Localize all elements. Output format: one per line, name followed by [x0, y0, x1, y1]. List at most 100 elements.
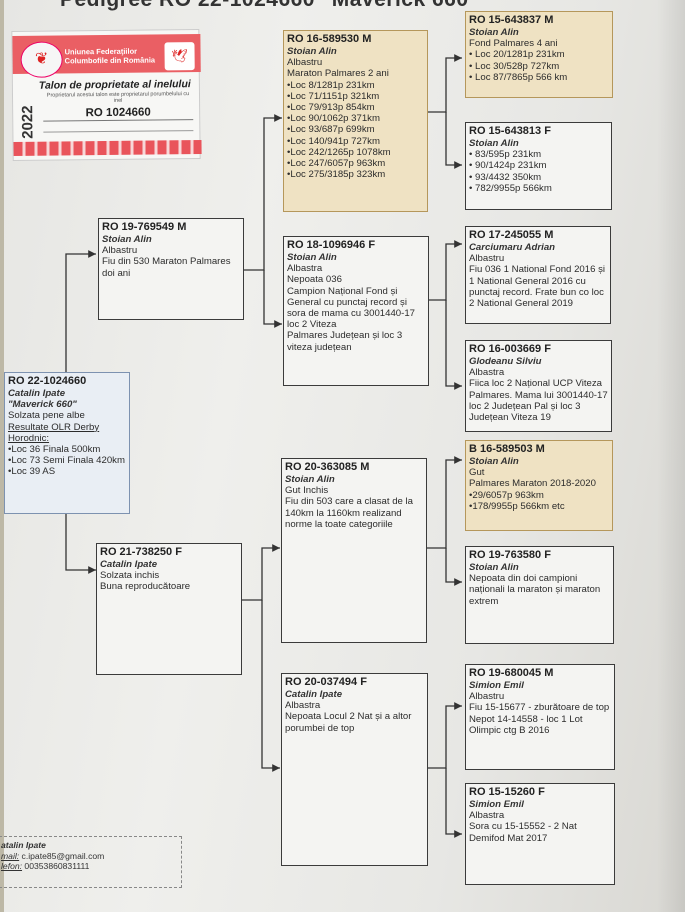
ss-note: Maraton Palmares 2 ani: [287, 68, 389, 80]
dam-sire-card[interactable]: RO 20-363085 M Stoian Alin Gut Inchis Fi…: [281, 458, 427, 643]
card-pattern-band: [13, 140, 202, 156]
dd-ring-id: RO 20-037494 F: [285, 676, 367, 688]
sire-color: Albastru: [102, 245, 138, 257]
dsd-owner: Stoian Alin: [469, 562, 519, 573]
dam-note: Buna reproducătoare: [100, 581, 191, 593]
dss-result: •29/6057p 963km: [469, 489, 544, 501]
federation-name: Uniunea Federaţiilor Columbofile din Rom…: [64, 46, 156, 66]
federation-logo-icon: ❦: [20, 41, 63, 78]
ds-color: Gut Inchis: [285, 485, 329, 497]
ssd-card[interactable]: RO 15-643813 F Stoian Alin • 83/595p 231…: [465, 122, 612, 210]
ss-result: •Loc 79/913p 854km: [287, 102, 375, 114]
subject-result: •Loc 39 AS: [8, 466, 56, 478]
page-shadow: [657, 0, 685, 912]
connector-sire-ss: [243, 114, 282, 271]
dss-card[interactable]: B 16-589503 M Stoian Alin Gut Palmares M…: [465, 440, 613, 531]
contact-phone[interactable]: 00353860831111: [24, 861, 90, 871]
dss-note: Palmares Maraton 2018-2020: [469, 478, 596, 490]
connector-dam-dd: [261, 600, 280, 772]
contact-name: atalin Ipate: [1, 840, 46, 850]
contact-phone-row: lefon: 00353860831111: [1, 861, 175, 872]
sdd-color: Albastra: [469, 367, 505, 379]
sd-owner: Stoian Alin: [287, 252, 337, 263]
connector-ds-dss: [426, 456, 462, 549]
subject-owner: Catalin Ipate: [8, 388, 66, 399]
ssd-ring-id: RO 15-643813 F: [469, 125, 551, 137]
contact-email[interactable]: c.ipate85@gmail.com: [21, 850, 105, 861]
ss-result: •Loc 247/6057p 963km: [287, 158, 386, 170]
connector-ds-dsd: [445, 548, 462, 586]
sd-color: Albastra: [287, 263, 323, 275]
sd-ring-id: RO 18-1096946 F: [287, 239, 376, 251]
sds-note: Fiu 036 1 National Fond 2016 și 1 Nation…: [469, 264, 605, 310]
contact-email-row: mail: c.ipate85@gmail.com: [1, 851, 175, 862]
dds-owner: Simion Emil: [469, 680, 524, 691]
dsd-card[interactable]: RO 19-763580 F Stoian Alin Nepoata din d…: [465, 546, 614, 644]
card-ring-number: RO 1024660: [43, 106, 194, 122]
contact-box: atalin Ipate mail: c.ipate85@gmail.com l…: [0, 836, 182, 888]
connector-subject-dam: [65, 513, 96, 574]
sdd-note: Fiica loc 2 Național UCP Viteza Palmares…: [469, 378, 608, 424]
ddd-card[interactable]: RO 15-15260 F Simion Emil Albastra Sora …: [465, 783, 615, 885]
ddd-color: Albastra: [469, 810, 505, 822]
sd-note: Palmares Județean și loc 3 viteza județe…: [287, 330, 403, 353]
ss-ring-id: RO 16-589530 M: [287, 33, 372, 45]
sds-ring-id: RO 17-245055 M: [469, 229, 554, 241]
card-line: [43, 130, 194, 133]
dss-color: Gut: [469, 467, 485, 479]
sire-dam-card[interactable]: RO 18-1096946 F Stoian Alin Albastra Nep…: [283, 236, 429, 386]
sds-card[interactable]: RO 17-245055 M Carciumaru Adrian Albastr…: [465, 226, 611, 324]
ssd-result: • 93/4432 350km: [469, 171, 542, 183]
dam-dam-card[interactable]: RO 20-037494 F Catalin Ipate Albastra Ne…: [281, 673, 428, 866]
sss-note: Fond Palmares 4 ani: [469, 38, 558, 50]
ddd-owner: Simion Emil: [469, 799, 524, 810]
dds-ring-id: RO 19-680045 M: [469, 667, 554, 679]
dam-owner: Catalin Ipate: [100, 559, 158, 570]
sss-result: • Loc 87/7865p 566 km: [469, 71, 568, 83]
dd-owner: Catalin Ipate: [285, 689, 343, 700]
sss-owner: Stoian Alin: [469, 27, 519, 38]
sire-card[interactable]: RO 19-769549 M Stoian Alin Albastru Fiu …: [98, 218, 244, 320]
ds-ring-id: RO 20-363085 M: [285, 461, 370, 473]
sdd-owner: Glodeanu Silviu: [469, 356, 542, 367]
subject-card[interactable]: RO 22-1024660 Catalin Ipate "Maverick 66…: [4, 372, 130, 514]
dd-note: Nepoata Locul 2 Nat și a altor porumbei …: [285, 711, 412, 734]
sdd-card[interactable]: RO 16-003669 F Glodeanu Silviu Albastra …: [465, 340, 612, 432]
ownership-card: ❦ Uniunea Federaţiilor Columbofile din R…: [11, 29, 202, 161]
dds-color: Albastru: [469, 691, 505, 703]
dsd-ring-id: RO 19-763580 F: [469, 549, 551, 561]
subject-result: •Loc 73 Semi Finala 420km: [8, 455, 125, 467]
sire-ring-id: RO 19-769549 M: [102, 221, 187, 233]
dss-result: •178/9955p 566km etc: [469, 500, 565, 512]
subject-result: •Loc 36 Finala 500km: [8, 444, 101, 456]
ss-owner: Stoian Alin: [287, 46, 337, 57]
dam-card[interactable]: RO 21-738250 F Catalin Ipate Solzata inc…: [96, 543, 242, 675]
email-label: mail:: [1, 850, 20, 861]
connector-subject-sire: [65, 250, 96, 372]
dsd-note: Nepoata din doi campioni naționali la ma…: [469, 573, 601, 607]
connector-ss-sss: [427, 54, 462, 113]
card-subtext: Proprietarul acestui talon este propriet…: [46, 91, 190, 104]
connector-sd-sdd: [445, 300, 462, 390]
dds-card[interactable]: RO 19-680045 M Simion Emil Albastru Fiu …: [465, 664, 615, 770]
connector-dd-dds: [427, 702, 462, 769]
ds-note: Fiu din 503 care a clasat de la 140km la…: [285, 496, 413, 530]
ddd-ring-id: RO 15-15260 F: [469, 786, 545, 798]
sss-card[interactable]: RO 15-643837 M Stoian Alin Fond Palmares…: [465, 11, 613, 98]
ss-result: •Loc 90/1062p 371km: [287, 113, 380, 125]
sdd-ring-id: RO 16-003669 F: [469, 343, 551, 355]
subject-color: Solzata pene albe: [8, 410, 85, 422]
sss-result: • Loc 20/1281p 231km: [469, 49, 565, 61]
sss-result: • Loc 30/528p 727km: [469, 60, 560, 72]
ss-color: Albastru: [287, 57, 323, 69]
sire-sire-card[interactable]: RO 16-589530 M Stoian Alin Albastru Mara…: [283, 30, 428, 212]
dss-owner: Stoian Alin: [469, 456, 519, 467]
sss-ring-id: RO 15-643837 M: [469, 14, 554, 26]
subject-nickname: "Maverick 660": [8, 399, 77, 411]
sire-note: Fiu din 530 Maraton Palmares doi ani: [102, 256, 231, 279]
ss-result: •Loc 275/3185p 323km: [287, 169, 386, 181]
ddd-note: Sora cu 15-15552 - 2 Nat Demifod Mat 201…: [469, 821, 577, 844]
ssd-owner: Stoian Alin: [469, 138, 519, 149]
